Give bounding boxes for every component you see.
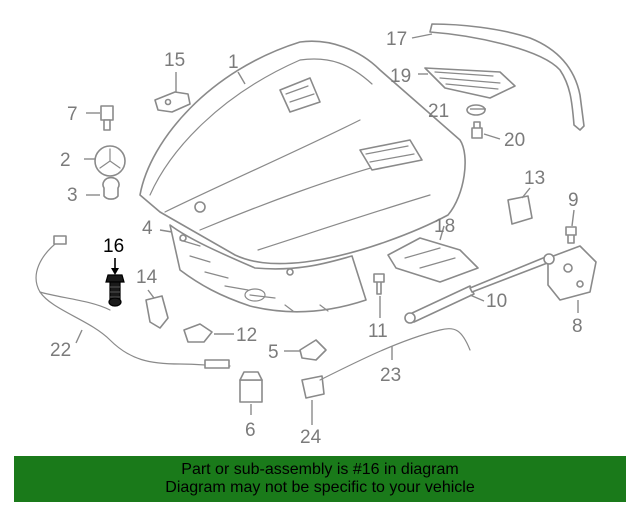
label-16-highlighted: 16 bbox=[103, 236, 124, 257]
hood-panel bbox=[139, 40, 466, 265]
rubber-bumper bbox=[239, 371, 263, 403]
label-24: 24 bbox=[300, 427, 322, 448]
label-15: 15 bbox=[164, 50, 185, 71]
hood-emblem bbox=[94, 145, 126, 177]
latch-stud bbox=[373, 273, 385, 295]
parts-diagram: 1 2 3 4 5 6 7 8 9 10 11 12 13 14 15 16 1… bbox=[35, 23, 597, 448]
label-9: 9 bbox=[568, 190, 579, 211]
label-12: 12 bbox=[236, 325, 257, 346]
retaining-clip bbox=[471, 121, 483, 139]
washer bbox=[466, 104, 486, 116]
hinge-bolt bbox=[565, 226, 577, 244]
label-18: 18 bbox=[434, 216, 455, 237]
part-number-labels: 1 2 3 4 5 6 7 8 9 10 11 12 13 14 15 16 1… bbox=[50, 29, 583, 448]
label-7: 7 bbox=[67, 104, 78, 125]
emblem-grommet bbox=[102, 176, 120, 200]
cable-holder bbox=[301, 375, 325, 399]
label-5: 5 bbox=[268, 342, 279, 363]
hood-bracket bbox=[154, 91, 191, 113]
label-14: 14 bbox=[136, 267, 158, 288]
label-21: 21 bbox=[428, 101, 449, 122]
hood-hinge bbox=[547, 245, 597, 301]
latch-cable bbox=[319, 328, 471, 381]
label-4: 4 bbox=[142, 218, 153, 239]
label-8: 8 bbox=[572, 316, 583, 337]
hood-latch bbox=[387, 237, 479, 283]
hood-vent-grille bbox=[424, 67, 516, 99]
striker-bracket bbox=[507, 195, 533, 225]
label-1: 1 bbox=[228, 52, 239, 73]
cable-clip bbox=[183, 323, 213, 343]
label-13: 13 bbox=[524, 168, 545, 189]
label-20: 20 bbox=[504, 130, 525, 151]
banner-line-1: Part or sub-assembly is #16 in diagram bbox=[181, 461, 459, 478]
label-3: 3 bbox=[67, 185, 78, 206]
release-clip bbox=[299, 339, 327, 361]
banner-line-2: Diagram may not be specific to your vehi… bbox=[165, 479, 475, 496]
hood-strut bbox=[404, 253, 555, 324]
label-17: 17 bbox=[386, 29, 407, 50]
label-6: 6 bbox=[245, 420, 256, 441]
cable-bracket bbox=[145, 295, 169, 329]
highlighted-part-16 bbox=[105, 274, 125, 307]
hood-bumper-stop bbox=[100, 105, 114, 131]
hood-seal bbox=[429, 23, 585, 131]
label-2: 2 bbox=[60, 150, 71, 171]
label-23: 23 bbox=[380, 365, 401, 386]
release-cable bbox=[35, 235, 231, 369]
info-banner: Part or sub-assembly is #16 in diagram D… bbox=[14, 456, 626, 502]
leader-lines bbox=[75, 33, 579, 425]
hood-inner-frame bbox=[169, 224, 367, 313]
label-22: 22 bbox=[50, 340, 71, 361]
label-10: 10 bbox=[486, 291, 507, 312]
label-19: 19 bbox=[390, 66, 411, 87]
label-11: 11 bbox=[368, 321, 388, 342]
